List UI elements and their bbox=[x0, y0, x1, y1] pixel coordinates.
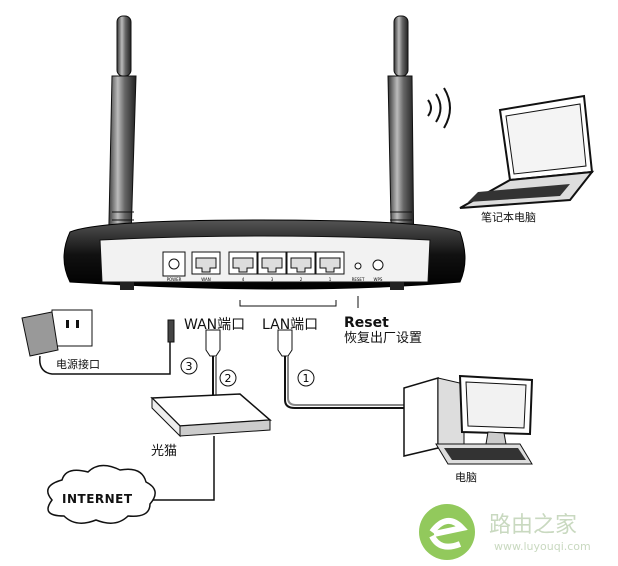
router: POWER WAN 4 3 2 1 RESET WPS bbox=[63, 219, 466, 290]
power-port bbox=[162, 251, 186, 277]
desktop-computer-icon bbox=[403, 374, 534, 465]
wps-button bbox=[372, 259, 384, 271]
computer-label: 电脑 bbox=[455, 471, 477, 484]
laptop-icon bbox=[459, 94, 595, 209]
wps-port-label: WPS bbox=[374, 277, 383, 282]
internet-line bbox=[150, 436, 215, 501]
step-1-number: 1 bbox=[303, 372, 310, 385]
step-3-number: 3 bbox=[186, 360, 193, 373]
wan-port-callout: WAN端口 bbox=[184, 317, 246, 333]
internet-label: INTERNET bbox=[62, 492, 133, 506]
modem-label: 光猫 bbox=[151, 444, 178, 459]
reset-port-label: RESET bbox=[352, 277, 365, 282]
power-port-label: POWER bbox=[167, 277, 182, 282]
lan-port-2 bbox=[286, 251, 316, 275]
internet-cloud-icon bbox=[47, 464, 156, 524]
power-port-callout: 电源接口 bbox=[56, 358, 100, 371]
lan-label-1: 1 bbox=[329, 277, 332, 282]
lan-bracket bbox=[239, 300, 337, 307]
reset-description: 恢复出厂设置 bbox=[344, 331, 423, 346]
lan-label-4: 4 bbox=[242, 277, 245, 282]
lan-port-4 bbox=[228, 251, 258, 275]
step-2-number: 2 bbox=[225, 372, 232, 385]
reset-hole bbox=[354, 262, 362, 270]
lan-port-3 bbox=[257, 251, 287, 275]
power-adapter-icon bbox=[21, 309, 175, 375]
watermark-logo bbox=[419, 504, 475, 560]
lan-label-2: 2 bbox=[300, 277, 303, 282]
modem-icon bbox=[150, 393, 272, 438]
reset-callout: Reset bbox=[344, 315, 389, 331]
wifi-signal-icon bbox=[427, 87, 451, 129]
step-1-marker bbox=[297, 369, 315, 387]
watermark-url: www.luyouqi.com bbox=[494, 540, 591, 553]
lan-port-callout: LAN端口 bbox=[262, 317, 319, 333]
step-3-marker bbox=[180, 357, 198, 375]
step-2-marker bbox=[219, 369, 237, 387]
laptop-label: 笔记本电脑 bbox=[481, 211, 536, 224]
lan-cable bbox=[277, 329, 412, 409]
watermark-text: 路由之家 bbox=[489, 513, 578, 538]
wan-port bbox=[191, 251, 221, 275]
lan-port-1 bbox=[315, 251, 345, 275]
lan-label-3: 3 bbox=[271, 277, 274, 282]
wan-port-label: WAN bbox=[201, 277, 210, 282]
